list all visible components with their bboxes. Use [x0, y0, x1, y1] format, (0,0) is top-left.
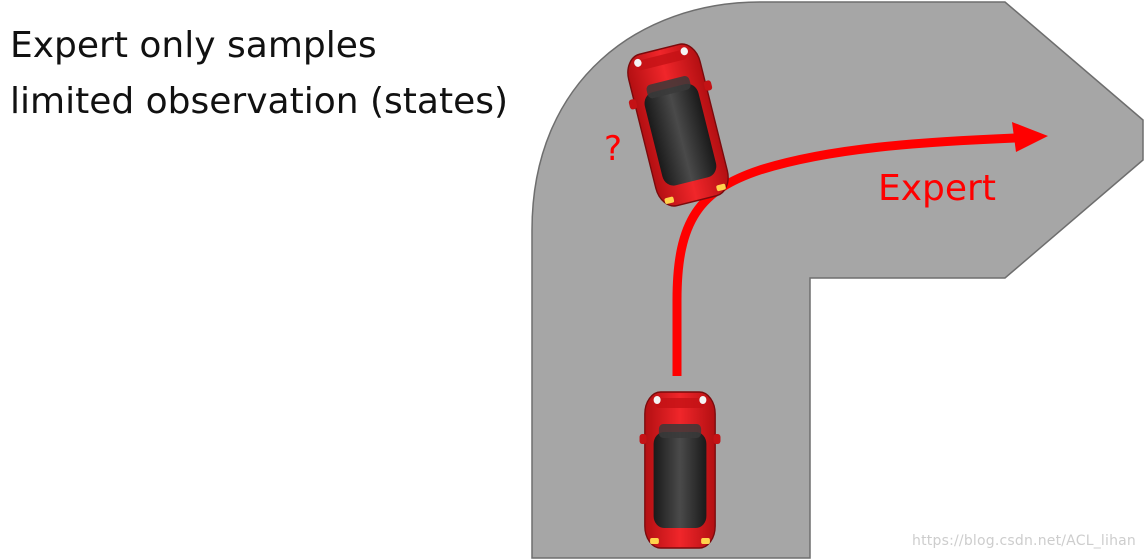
caption: Expert only samples limited observation … — [10, 18, 508, 130]
watermark: https://blog.csdn.net/ACL_lihan — [912, 533, 1136, 549]
caption-line-1: Expert only samples — [10, 25, 377, 66]
expert-label: Expert — [878, 168, 996, 209]
road — [531, 1, 1144, 559]
caption-line-2: limited observation (states) — [10, 81, 509, 122]
expert-trajectory — [672, 133, 1016, 376]
question-label: ? — [604, 129, 622, 169]
expert-arrowhead-icon — [1012, 122, 1048, 152]
car-bottom-view-icon — [638, 391, 722, 549]
